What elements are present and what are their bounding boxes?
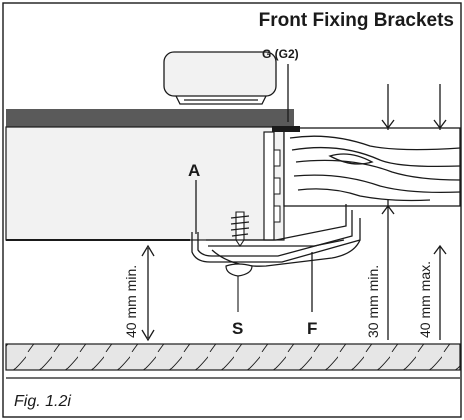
figure-caption: Fig. 1.2i <box>14 393 71 410</box>
dimension-right <box>433 84 447 340</box>
diagram-title: Front Fixing Brackets <box>259 10 454 31</box>
dimension-left <box>141 244 155 342</box>
worktop <box>5 109 294 241</box>
label-a: A <box>188 161 200 180</box>
floor <box>5 343 461 371</box>
gasket-strip <box>272 126 300 132</box>
label-f: F <box>307 319 317 338</box>
worktop-surface <box>6 109 294 127</box>
fixing-bracket <box>191 204 361 267</box>
dimension-mid <box>381 84 395 340</box>
appliance-foot <box>163 51 277 105</box>
wooden-panel <box>283 127 461 207</box>
dimension-left-text: 40 mm min. <box>123 265 139 338</box>
fixing-screw-s <box>225 263 253 312</box>
wood-screw <box>230 211 250 247</box>
label-s: S <box>232 319 243 338</box>
dimension-right-text: 40 mm max. <box>417 261 433 338</box>
dimension-mid-text: 30 mm min. <box>365 265 381 338</box>
label-g: G (G2) <box>262 47 299 61</box>
